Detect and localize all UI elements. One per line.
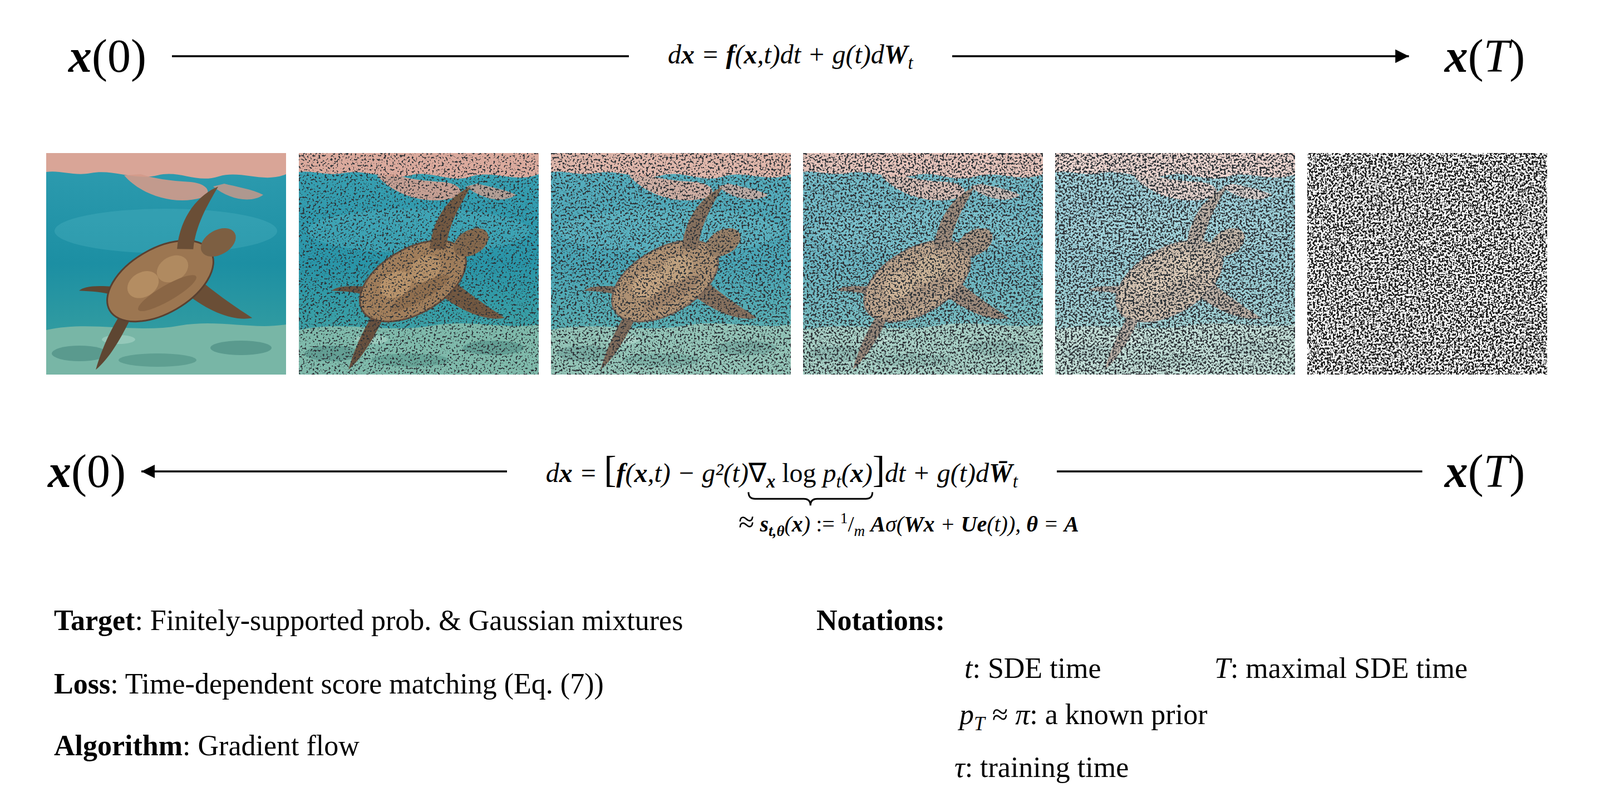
setting-note: Algorithm: Gradient flow xyxy=(53,728,360,763)
math-glyph: ( xyxy=(841,458,851,488)
math-glyph: x xyxy=(559,458,573,488)
math-glyph: [ xyxy=(603,448,617,491)
math-glyph: x xyxy=(634,458,648,488)
math-glyph: W xyxy=(884,39,909,70)
math-glyph: x xyxy=(743,39,757,70)
notation-item: τ: training time xyxy=(954,750,1129,785)
math-glyph: A xyxy=(1064,511,1080,537)
math-glyph: π xyxy=(1015,698,1030,731)
math-glyph: ∇ xyxy=(748,458,767,488)
state-label: x(0) xyxy=(47,443,126,500)
math-glyph: p xyxy=(959,698,974,731)
math-glyph: A xyxy=(870,511,886,537)
math-glyph: W̄ xyxy=(988,458,1013,488)
math-glyph: x xyxy=(766,470,776,491)
math-glyph: s xyxy=(759,511,769,537)
score-approximation: ≈ st,θ(x) := 1/m Aσ(Wx + Ue(t)), θ = A xyxy=(738,507,1080,541)
math-glyph: 1 xyxy=(840,509,849,527)
math-glyph: Ue xyxy=(961,511,988,537)
math-glyph: f xyxy=(616,458,626,488)
math-glyph: x xyxy=(68,30,92,82)
state-node: x(0) xyxy=(68,28,147,85)
state-label: x(T) xyxy=(1444,443,1526,500)
math-glyph: Notations: xyxy=(816,604,945,637)
pure-noise-image xyxy=(1307,153,1548,375)
math-glyph: Loss xyxy=(53,667,111,700)
math-glyph: / xyxy=(847,511,854,537)
noisy-image xyxy=(1055,153,1296,399)
math-glyph: x xyxy=(681,39,695,70)
math-glyph: t xyxy=(964,652,973,684)
state-node: x(0) xyxy=(47,443,126,500)
math-glyph: ) xyxy=(863,458,873,488)
math-glyph: m xyxy=(854,522,866,540)
sde-formula: dx = [f(x,t) − g²(t)∇x log pt(x)]dt + g(… xyxy=(506,450,1057,493)
noisy-image xyxy=(803,153,1043,399)
math-glyph: ≈ xyxy=(738,505,755,538)
math-glyph: T xyxy=(973,712,986,735)
math-glyph: Algorithm xyxy=(53,729,183,762)
math-glyph: t xyxy=(907,52,913,73)
math-glyph: f xyxy=(725,39,735,70)
state-node: x(T) xyxy=(1444,28,1526,85)
math-glyph: log xyxy=(781,458,816,488)
notation-item: t: SDE time xyxy=(964,651,1102,686)
math-glyph: x xyxy=(791,511,804,537)
math-glyph: θ xyxy=(1026,511,1038,537)
clean-image xyxy=(46,153,287,399)
math-glyph: x xyxy=(1444,30,1469,82)
underbrace xyxy=(748,491,873,506)
notation-item: T: maximal SDE time xyxy=(1214,651,1468,686)
notation-item: pT ≈ π: a known prior xyxy=(959,697,1208,736)
state-label: x(T) xyxy=(1444,28,1526,85)
noisy-image xyxy=(298,153,539,399)
math-glyph: t xyxy=(836,470,842,491)
math-glyph: x xyxy=(1444,445,1469,497)
math-glyph: := xyxy=(815,511,835,537)
math-glyph: x xyxy=(850,458,864,488)
state-node: x(T) xyxy=(1444,443,1526,500)
math-glyph: x xyxy=(47,445,72,497)
state-label: x(0) xyxy=(68,28,147,85)
setting-note: Target: Finitely-supported prob. & Gauss… xyxy=(53,603,683,638)
math-glyph: ] xyxy=(872,448,885,491)
math-glyph: t,θ xyxy=(768,522,785,540)
math-glyph: p xyxy=(816,458,837,488)
math-glyph xyxy=(775,458,782,488)
setting-note: Loss: Time-dependent score matching (Eq.… xyxy=(53,666,604,702)
math-glyph: T xyxy=(1483,445,1510,497)
math-glyph: τ xyxy=(954,751,966,784)
math-glyph: T xyxy=(1483,30,1510,82)
math-glyph: T xyxy=(1214,652,1231,684)
noisy-image xyxy=(550,153,791,399)
math-glyph: Wx xyxy=(903,511,935,537)
math-glyph: Target xyxy=(53,604,135,637)
math-glyph: t xyxy=(1012,470,1018,491)
notation-heading: Notations: xyxy=(816,603,945,638)
sde-formula: dx = f(x,t)dt + g(t)dWt xyxy=(628,38,952,75)
